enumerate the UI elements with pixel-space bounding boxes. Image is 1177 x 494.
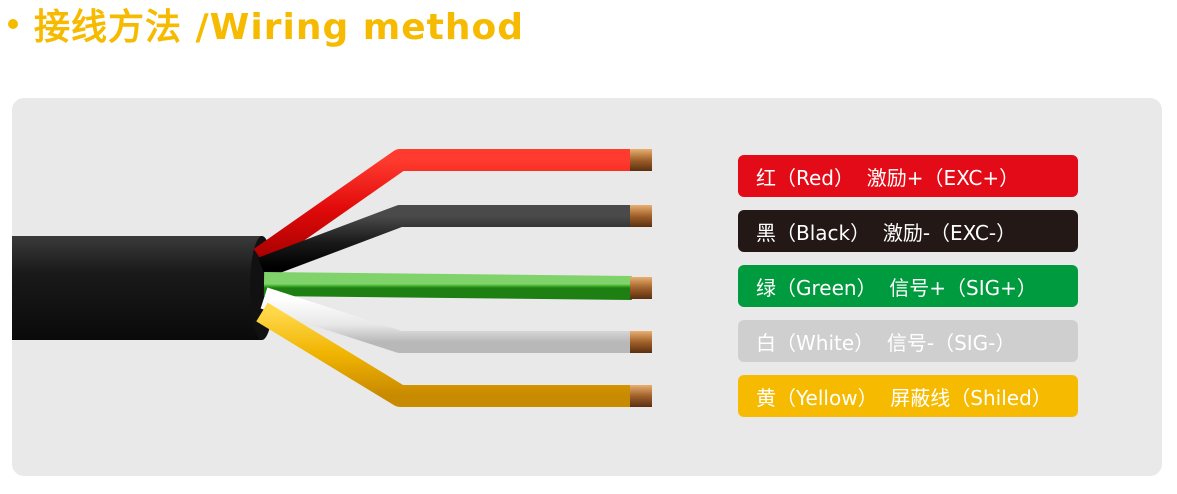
wire-red-tip [630,149,652,171]
wire-white [260,287,632,353]
wire-red [253,149,632,268]
wire-legend: 红（Red） 激励+（EXC+） 黑（Black） 激励-（EXC-） 绿（Gr… [738,155,1078,430]
wiring-panel: 红（Red） 激励+（EXC+） 黑（Black） 激励-（EXC-） 绿（Gr… [12,98,1162,476]
wire-yellow-tip [630,385,652,407]
page-title: 接线方法 /Wiring method [34,7,525,48]
header: 接线方法 /Wiring method [8,2,524,48]
cable-illustration [12,149,652,407]
wire-yellow [256,302,632,407]
wire-green-tip [630,277,652,299]
legend-item-yellow: 黄（Yellow） 屏蔽线（Shiled） [738,375,1078,417]
legend-item-white: 白（White） 信号-（SIG-） [738,320,1078,362]
legend-item-black: 黑（Black） 激励-（EXC-） [738,210,1078,252]
cable-jacket [12,236,262,340]
wire-black-tip [630,205,652,227]
bullet-icon [8,19,18,29]
legend-item-red: 红（Red） 激励+（EXC+） [738,155,1078,197]
wire-black [258,205,632,279]
wire-green [263,272,633,300]
legend-item-green: 绿（Green） 信号+（SIG+） [738,265,1078,307]
wire-white-tip [630,331,652,353]
